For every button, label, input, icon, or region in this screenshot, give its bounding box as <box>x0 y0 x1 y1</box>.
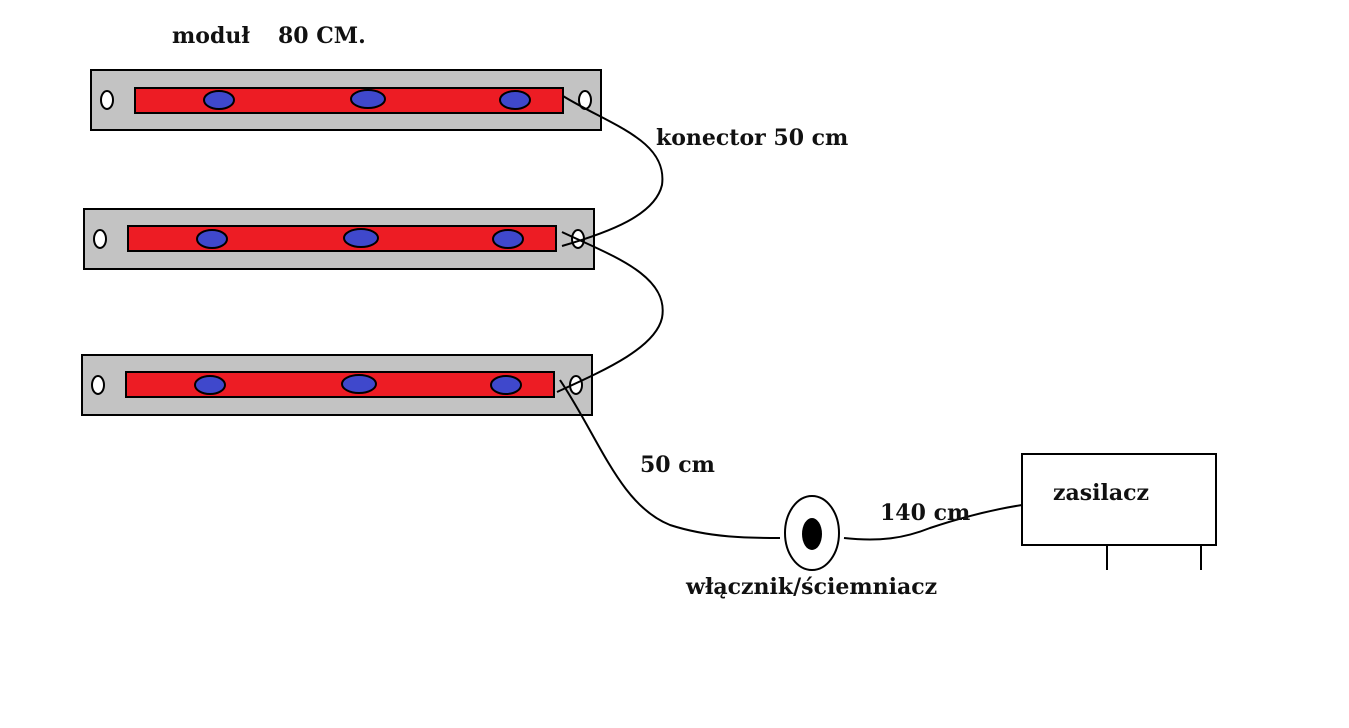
module-label: moduł <box>172 23 250 49</box>
mounting-hole-left <box>93 229 107 249</box>
led-module-1 <box>90 69 602 131</box>
power-supply <box>1021 453 1217 570</box>
led-strip <box>127 225 557 252</box>
led <box>492 229 524 249</box>
led <box>203 90 235 110</box>
led <box>490 375 522 395</box>
cable-to-switch-label: 50 cm <box>640 452 715 478</box>
led-strip <box>125 371 555 398</box>
led <box>343 228 379 248</box>
module-length-label: 80 CM. <box>278 23 366 49</box>
connector-cable-2-3 <box>556 231 664 393</box>
cable-to-psu-label: 140 cm <box>880 500 970 526</box>
mounting-hole-left <box>91 375 105 395</box>
power-supply-box <box>1021 453 1217 546</box>
led-module-3 <box>81 354 593 416</box>
switch-label: włącznik/ściemniacz <box>685 574 937 600</box>
switch-dimmer <box>784 495 840 571</box>
connector-cable-1-2 <box>561 95 664 247</box>
switch-knob <box>802 518 822 550</box>
led <box>499 90 531 110</box>
mounting-hole-left <box>100 90 114 110</box>
led-strip <box>134 87 564 114</box>
led <box>350 89 386 109</box>
power-supply-label: zasilacz <box>1053 480 1149 506</box>
connector-label: konector 50 cm <box>656 125 848 151</box>
led <box>341 374 377 394</box>
led <box>194 375 226 395</box>
led <box>196 229 228 249</box>
led-module-2 <box>83 208 595 270</box>
cable-to-switch <box>559 379 781 539</box>
cable-to-power-supply <box>843 504 1023 541</box>
